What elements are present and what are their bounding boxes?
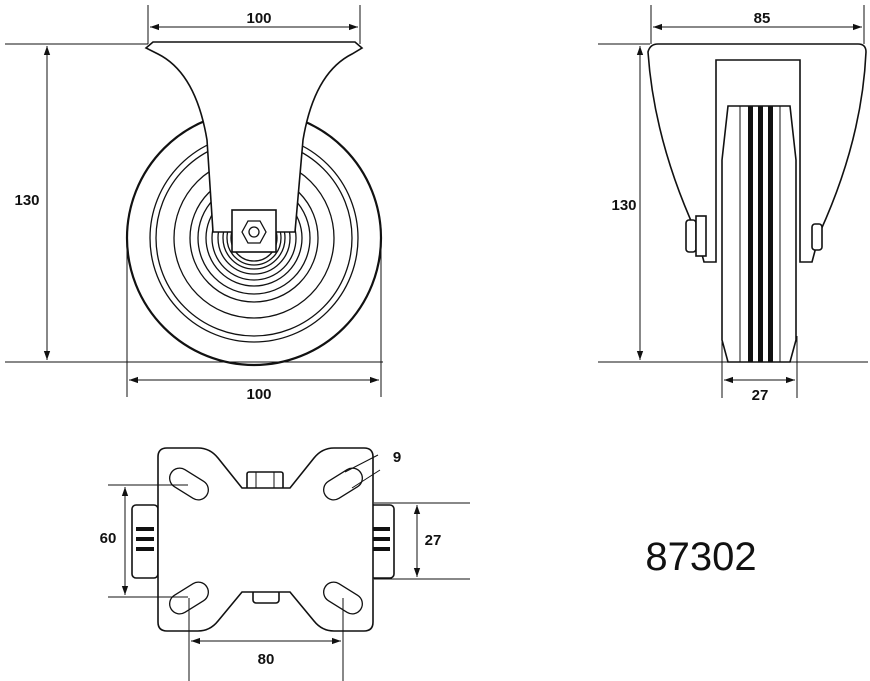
side-wheel-width-label: 27 xyxy=(752,387,769,404)
front-view: 100 130 100 xyxy=(5,5,383,403)
plate-hole-spacing-y-label: 60 xyxy=(100,530,117,547)
plate-hole-diameter-label: 9 xyxy=(393,449,401,466)
side-top-width-label: 85 xyxy=(754,10,771,27)
plate-view: 9 60 27 80 xyxy=(100,447,470,681)
side-wheel xyxy=(721,105,797,363)
front-bottom-width-label: 100 xyxy=(246,386,271,403)
front-fork xyxy=(144,41,364,233)
front-axle-nut xyxy=(231,209,277,253)
side-axle-bolts xyxy=(685,215,823,257)
front-top-width-label: 100 xyxy=(246,10,271,27)
plate-wheel-width-label: 27 xyxy=(425,532,442,549)
plate-wheel-left xyxy=(131,504,159,579)
plate-holes xyxy=(169,467,363,615)
side-view: 85 130 27 xyxy=(598,5,868,404)
mounting-plate xyxy=(157,447,374,632)
plate-hole-spacing-x-label: 80 xyxy=(258,651,275,668)
model-number: 87302 xyxy=(645,535,756,579)
side-height-label: 130 xyxy=(611,197,636,214)
front-height-label: 130 xyxy=(14,192,39,209)
side-fork xyxy=(647,43,867,263)
